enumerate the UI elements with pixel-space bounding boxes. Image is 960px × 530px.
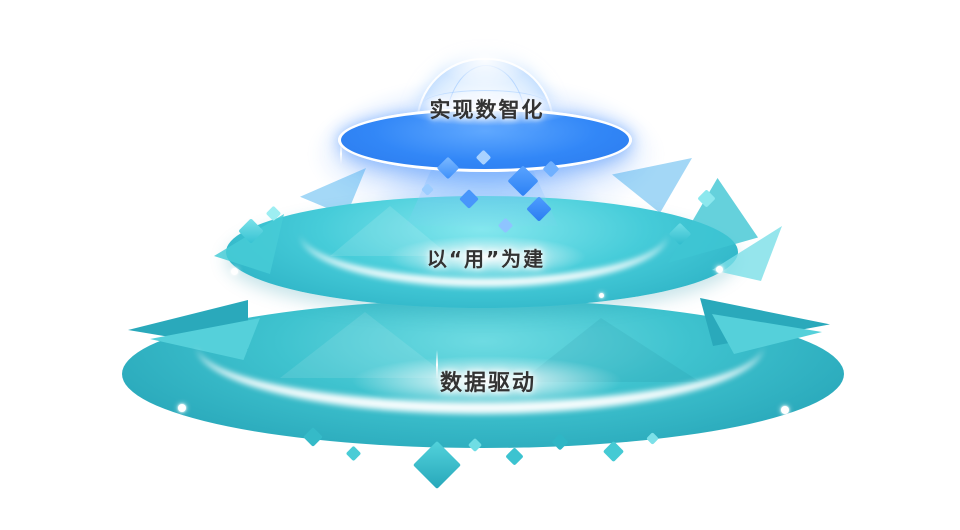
- light-streak: [340, 144, 342, 164]
- decor-diamond-teal: [412, 440, 462, 490]
- tier-top-glow-band: [398, 90, 578, 126]
- decor-diamond-teal: [345, 445, 362, 462]
- glow-dot: [178, 404, 186, 412]
- decor-diamond-teal: [602, 440, 625, 463]
- tier-top-label: 实现数智化: [429, 98, 545, 122]
- glow-dot: [599, 293, 604, 298]
- decor-diamond-teal: [505, 447, 524, 466]
- glow-dot: [716, 266, 723, 273]
- tier-middle-rim: [300, 180, 668, 287]
- glow-dot: [781, 406, 789, 414]
- glow-dot: [663, 139, 670, 146]
- dome-top-glow: [438, 34, 532, 86]
- tier-bottom-glow-band: [352, 356, 622, 406]
- glow-dot: [294, 133, 301, 140]
- light-streak: [436, 350, 438, 380]
- tier-middle-label: 以“用”为建: [426, 247, 546, 271]
- glow-dot: [231, 268, 238, 275]
- tier-middle-glow-band: [388, 236, 586, 278]
- tier-bottom-label: 数据驱动: [439, 371, 537, 396]
